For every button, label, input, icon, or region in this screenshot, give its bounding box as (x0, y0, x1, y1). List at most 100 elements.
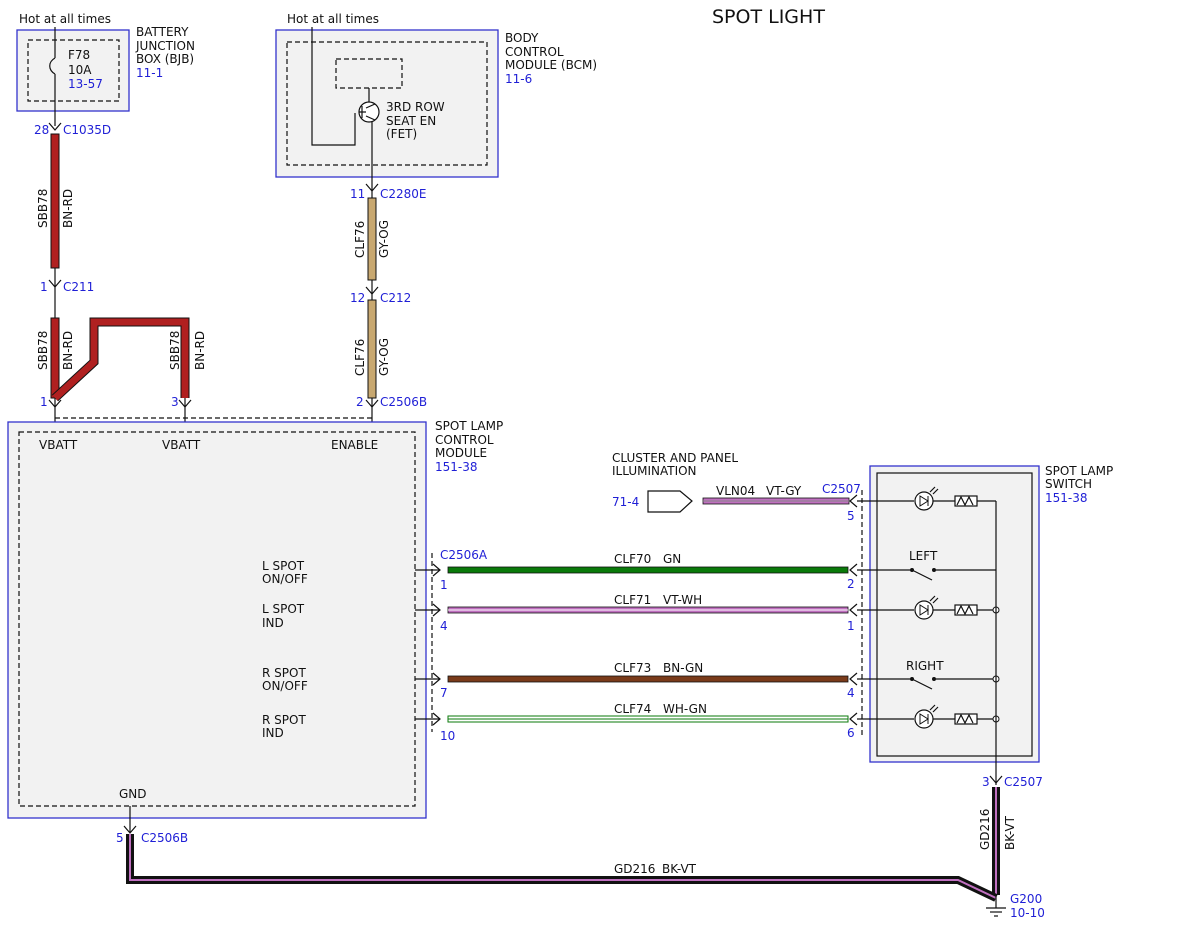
switch-left-icon (911, 569, 933, 581)
clf70-color: GN (663, 552, 681, 566)
g200-label: G200 (1010, 892, 1042, 906)
hot-at-all-times-bjb: Hot at all times (19, 12, 111, 26)
c2507-bot-label: C2507 (1004, 775, 1043, 789)
c2507-pin2: 2 (847, 577, 855, 591)
lamp-right-ind-icon (914, 709, 934, 729)
wire-gd216-horizontal (126, 834, 998, 902)
c2507-top-label: C2507 (822, 482, 861, 496)
sws-ref: 151-38 (1045, 491, 1088, 505)
resistor-right-icon (954, 713, 978, 725)
w1-circuit: SBB78 (36, 189, 50, 228)
wire-sbb78-upper (50, 133, 60, 269)
cluster-name-2: ILLUMINATION (612, 464, 697, 478)
sws-left: LEFT (909, 549, 938, 563)
c1035d-pin: 28 (34, 123, 49, 137)
c2506b-gnd-label: C2506B (141, 831, 188, 845)
scm-name-3: MODULE (435, 446, 487, 460)
clf74-color: WH-GN (663, 702, 707, 716)
c2506b-pin3: 3 (171, 395, 179, 409)
c2507-pin1: 1 (847, 619, 855, 633)
scm-vbatt-2: VBATT (162, 438, 201, 452)
gd216-v-circuit: GD216 (978, 809, 992, 850)
bcm-box (275, 29, 499, 178)
scm-ref: 151-38 (435, 460, 478, 474)
resistor-illum-icon (954, 495, 978, 507)
w3-circuit: SBB78 (168, 331, 182, 370)
gd216-v-color: BK-VT (1003, 815, 1017, 850)
switch-right-icon (911, 678, 933, 690)
connector-c211-icon (48, 279, 62, 288)
c2506a-pin1: 1 (440, 578, 448, 592)
vln04-circuit: VLN04 (716, 484, 755, 498)
c2280e-pin: 11 (350, 187, 365, 201)
wire-clf73 (447, 675, 849, 683)
c2280e-label: C2280E (380, 187, 427, 201)
ground-icon (986, 907, 1006, 917)
wire-clf76-upper (367, 197, 377, 281)
clf71-circuit: CLF71 (614, 593, 651, 607)
connector-c2506b-pin1-icon (48, 399, 62, 408)
bjb-name-1: BATTERY (136, 25, 189, 39)
sws-name-1: SPOT LAMP (1045, 464, 1113, 478)
scm-l-ind-2: IND (262, 616, 284, 630)
wire-clf70 (447, 566, 849, 574)
scm-vbatt-1: VBATT (39, 438, 78, 452)
spot-lamp-control-module-box (7, 421, 427, 819)
scm-l-onoff-1: L SPOT (262, 559, 305, 573)
lamp-illum-icon (914, 491, 934, 511)
c2506a-pin4: 4 (440, 619, 448, 633)
scm-l-onoff-2: ON/OFF (262, 572, 308, 586)
lamp-left-ind-icon (914, 600, 934, 620)
fet-label-3: (FET) (386, 127, 417, 141)
vln04-color: VT-GY (766, 484, 802, 498)
connector-c2506b-pin3-icon (178, 399, 192, 408)
connector-c2280e-icon (365, 183, 379, 192)
scm-name-2: CONTROL (435, 433, 494, 447)
connector-c2506b-gnd-icon (123, 825, 137, 834)
c211-pin: 1 (40, 280, 48, 294)
gd216-h-color: BK-VT (662, 862, 697, 876)
scm-l-ind-1: L SPOT (262, 602, 305, 616)
c2506a-label: C2506A (440, 548, 488, 562)
sws-name-2: SWITCH (1045, 477, 1092, 491)
fuse-amps: 10A (68, 63, 92, 77)
c2507-bot-pin: 3 (982, 775, 990, 789)
gd216-h-circuit: GD216 (614, 862, 655, 876)
cluster-name-1: CLUSTER AND PANEL (612, 451, 738, 465)
clf73-color: BN-GN (663, 661, 703, 675)
c2506a-pin7: 7 (440, 686, 448, 700)
wire-sbb78-branch (52, 318, 189, 401)
connector-c2507-bottom-icon (989, 775, 1003, 784)
c2506b-gnd-pin: 5 (116, 831, 124, 845)
clf73-circuit: CLF73 (614, 661, 651, 675)
wire-sbb78-lower (50, 317, 60, 399)
c2506b-pin1: 1 (40, 395, 48, 409)
c2507-pin6: 6 (847, 726, 855, 740)
c212-pin: 12 (350, 291, 365, 305)
scm-enable: ENABLE (331, 438, 378, 452)
w2-circuit: SBB78 (36, 331, 50, 370)
wire-clf76-lower (367, 299, 377, 399)
w1-color: BN-RD (61, 189, 75, 228)
w5-circuit: CLF76 (353, 339, 367, 376)
fet-label-1: 3RD ROW (386, 100, 445, 114)
hot-at-all-times-bcm: Hot at all times (287, 12, 379, 26)
c1035d-label: C1035D (63, 123, 111, 137)
bjb-name-2: JUNCTION (135, 39, 195, 53)
fuse-label: F78 (68, 48, 90, 62)
c2507-pin5: 5 (847, 509, 855, 523)
connector-c1035d-icon (48, 122, 62, 131)
clf70-circuit: CLF70 (614, 552, 651, 566)
w5-color: GY-OG (377, 338, 391, 376)
clf74-circuit: CLF74 (614, 702, 651, 716)
c2506a-pin10: 10 (440, 729, 455, 743)
sws-right: RIGHT (906, 659, 944, 673)
g200-ref: 10-10 (1010, 906, 1045, 920)
clf71-color: VT-WH (663, 593, 702, 607)
bcm-name-1: BODY (505, 31, 539, 45)
c212-label: C212 (380, 291, 411, 305)
cluster-connector-icon (647, 490, 693, 513)
scm-r-ind-2: IND (262, 726, 284, 740)
fet-label-2: SEAT EN (386, 114, 436, 128)
